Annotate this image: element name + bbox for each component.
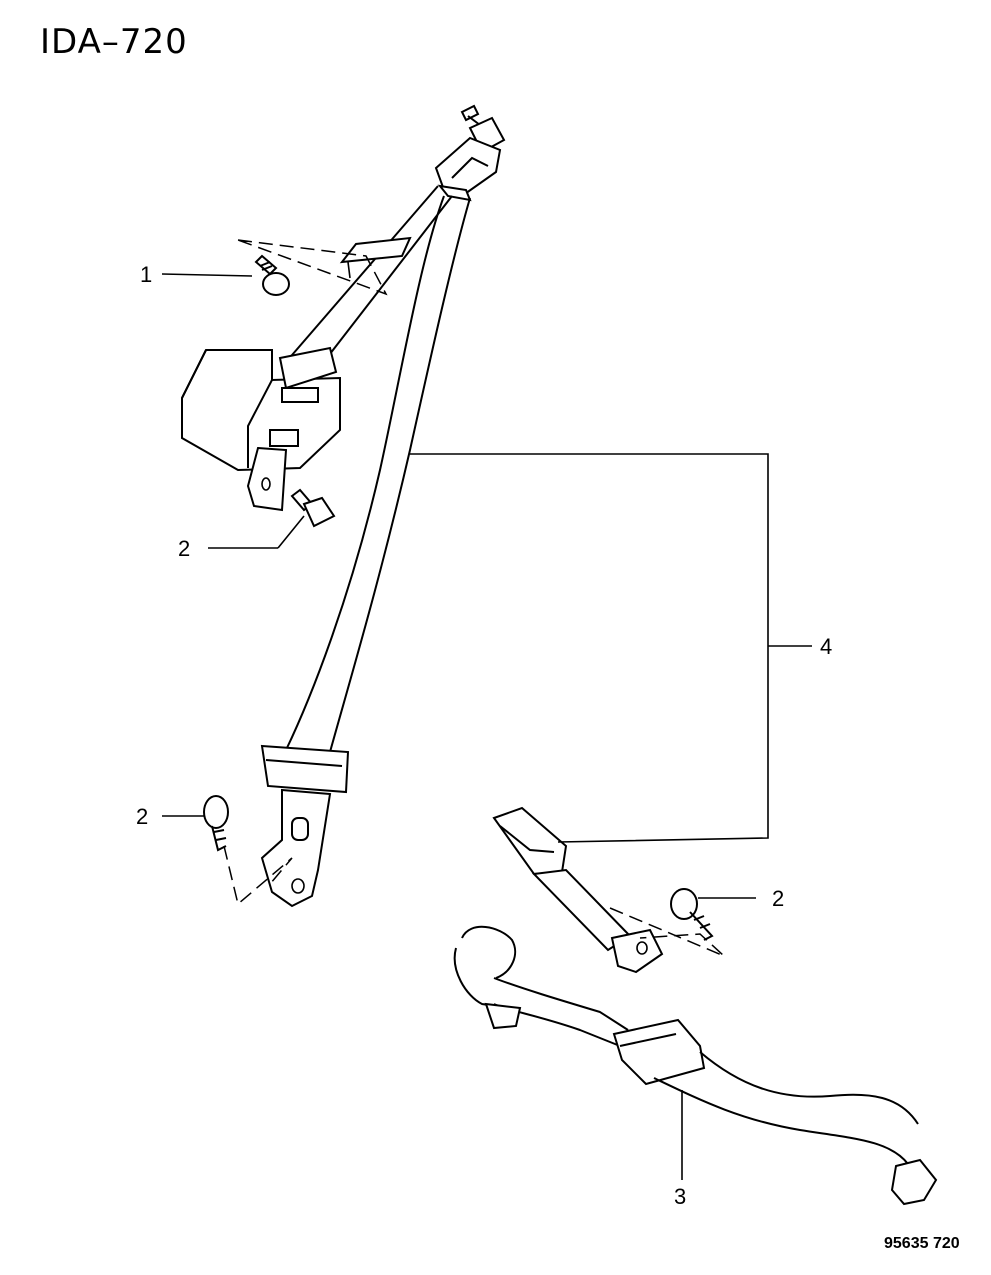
shoulder-webbing [285,195,471,753]
callout-3: 3 [674,1184,686,1209]
callout-4: 4 [820,634,832,659]
buckle-belt-part-3 [453,925,938,1206]
bolt-right-guide [609,907,725,957]
bolt-left-guide [223,845,293,906]
reference-number: 95635 720 [884,1235,960,1252]
screw-part-1 [254,254,290,296]
leader-lines [161,273,812,1180]
callout-2-upper: 2 [178,536,190,561]
bolt-part-2-upper [290,488,336,528]
callout-2-left: 2 [136,804,148,829]
retractor-housing [181,346,341,512]
screw-1-guide [237,239,388,296]
leader-1 [161,273,253,277]
retractor-strap [285,185,453,373]
leader-2a-diag [277,515,305,549]
upper-anchor [434,104,506,202]
callout-1: 1 [140,262,152,287]
bolt-part-2-left [203,795,229,852]
buckle-assembly [492,806,664,974]
callout-2-right: 2 [772,886,784,911]
lower-anchor-plate [260,744,350,908]
bolt-part-2-right [670,888,714,941]
diagram-code: IDA–720 [40,22,188,62]
bracket-4 [410,453,769,843]
